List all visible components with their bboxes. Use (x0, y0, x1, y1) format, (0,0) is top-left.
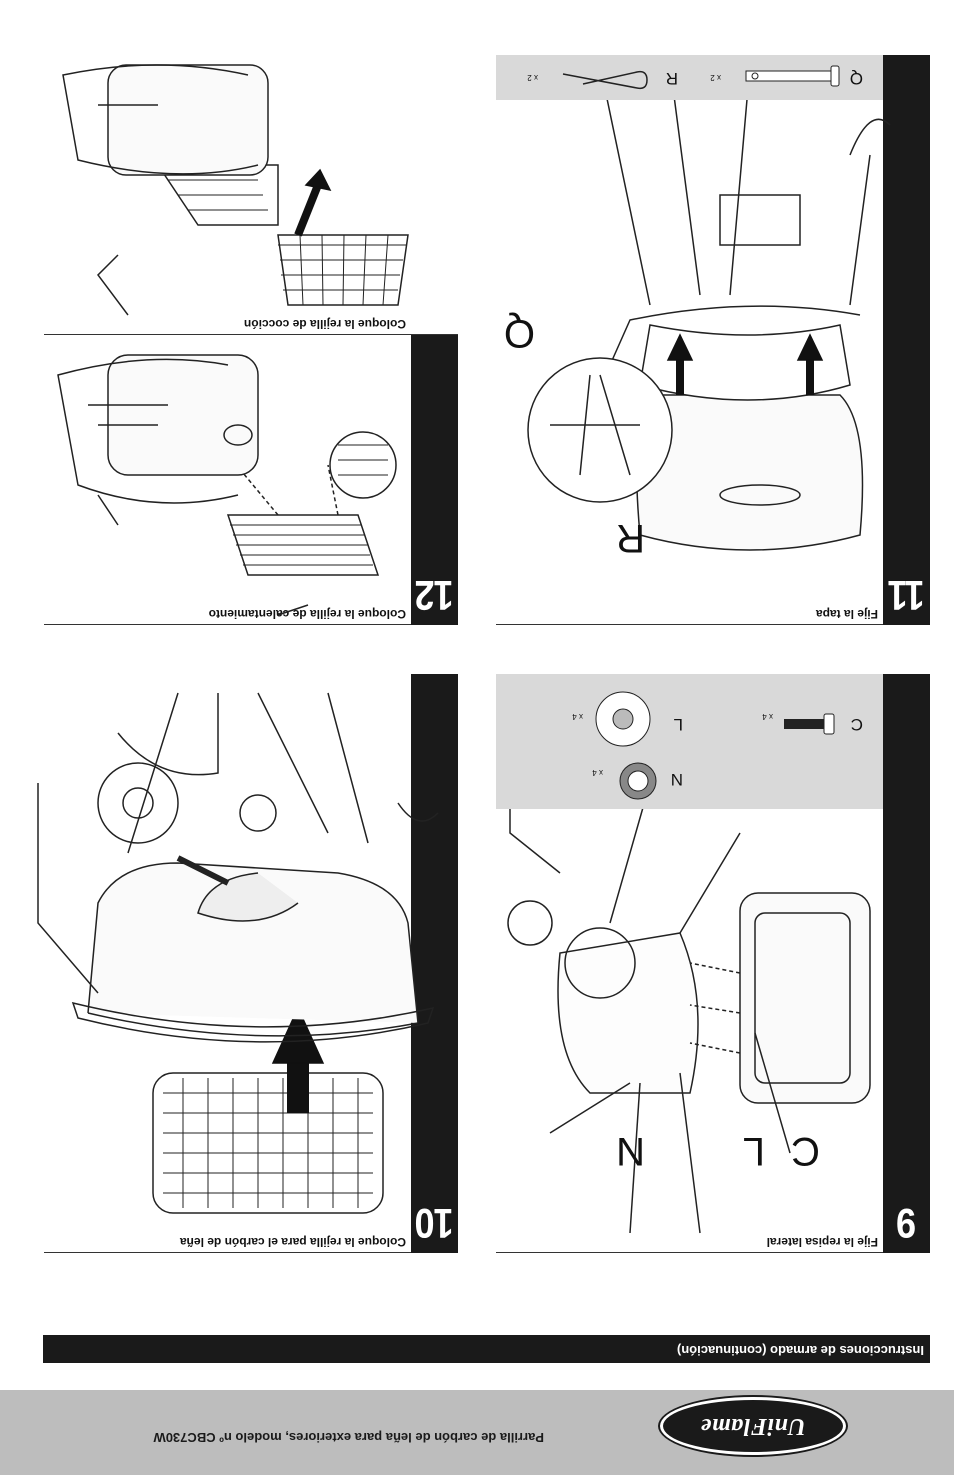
part-qty-r: x 2 (527, 73, 538, 82)
pin-icon (745, 65, 840, 87)
cotter-pin-icon (562, 70, 648, 90)
part-letter-l: L (673, 715, 683, 734)
parts-panel: C x 4 L x 4 N x 4 (496, 674, 883, 809)
warming-rack-illustration (57, 354, 397, 616)
callout-n: N (616, 1129, 645, 1173)
step-9-panel: 9 Fije la repisa lateral C L N (496, 674, 930, 1253)
uniflame-logo: UniFlame (660, 1397, 846, 1455)
parts-panel: Q x 2 R x 2 (496, 55, 883, 100)
brand-name: UniFlame (700, 1413, 806, 1440)
lid-illustration (527, 64, 891, 551)
side-shelf-illustration (507, 772, 871, 1234)
callout-l: L (742, 1129, 765, 1173)
cooking-grid-illustration (62, 64, 409, 316)
part-qty-q: x 2 (710, 73, 721, 82)
callout-r: R (616, 516, 645, 560)
part-qty-c: x 4 (762, 712, 773, 721)
part-letter-c: C (850, 715, 863, 734)
part-letter-q: Q (849, 69, 863, 88)
part-qty-n: x 4 (592, 768, 603, 777)
part-letter-n: N (670, 770, 683, 789)
step-11-panel: 11 Fije la tapa R Q Q (496, 55, 930, 625)
part-letter-r: R (665, 69, 678, 88)
callout-c: C (791, 1129, 820, 1173)
product-title: Parrilla de carbón de leña para exterior… (153, 1430, 544, 1445)
charcoal-grate-illustration (37, 692, 439, 1214)
bolt-icon (784, 713, 835, 735)
section-title: Instrucciones de armado (continuación) (676, 1343, 924, 1358)
section-header: Instrucciones de armado (continuación) (43, 1335, 930, 1363)
washer-icon (595, 691, 651, 747)
part-qty-l: x 4 (572, 712, 583, 721)
step-10-panel: 10 Coloque la rejilla para el carbón de … (37, 674, 458, 1253)
page-footer: UniFlame Parrilla de carbón de leña para… (0, 1390, 954, 1475)
callout-q: Q (503, 311, 535, 355)
lock-washer-icon (619, 762, 657, 800)
step-12-panel: 12 Coloque la rejilla de calentamiento C… (44, 55, 458, 625)
